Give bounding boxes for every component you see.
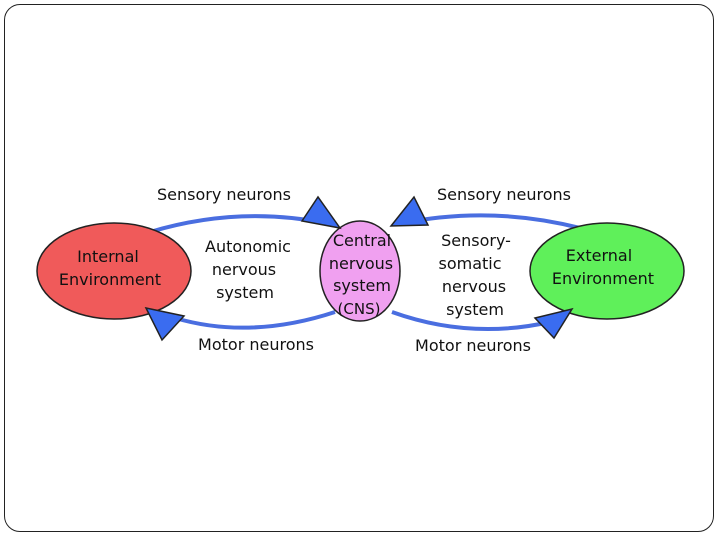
left-lower-loop <box>174 310 336 330</box>
external-environment-label-line1: External <box>566 246 632 265</box>
motor-left-arrow <box>144 306 186 342</box>
cns-label-line4: (CNS) <box>338 300 381 318</box>
internal-environment-label-line2: Environment <box>59 270 161 289</box>
sensory-right-arrow <box>389 195 430 227</box>
motor-neurons-left-label: Motor neurons <box>198 335 314 354</box>
slide-frame <box>4 4 714 532</box>
somatic-label-line3: nervous <box>442 277 506 296</box>
somatic-label-line4: system <box>446 300 504 319</box>
autonomic-label-line3: system <box>216 283 274 302</box>
internal-environment-label-line1: Internal <box>77 247 139 266</box>
sensory-left-arrow <box>300 195 342 230</box>
external-environment-ellipse <box>529 222 685 320</box>
motor-right-arrow <box>533 307 574 340</box>
external-environment-label-line2: Environment <box>552 269 654 288</box>
cns-label-line1: Central <box>333 231 391 250</box>
sensory-neurons-right-label: Sensory neurons <box>437 185 571 204</box>
cns-label-line2: nervous <box>329 254 393 273</box>
somatic-label-line1: Sensory- <box>441 231 511 250</box>
somatic-label-line2: somatic <box>438 254 501 273</box>
sensory-neurons-left-label: Sensory neurons <box>157 185 291 204</box>
right-lower-loop <box>391 310 551 332</box>
autonomic-label-line1: Autonomic <box>205 237 291 256</box>
autonomic-label-line2: nervous <box>212 260 276 279</box>
cns-ellipse <box>319 220 401 322</box>
cns-label-line3: system <box>333 276 391 295</box>
motor-neurons-right-label: Motor neurons <box>415 336 531 355</box>
internal-environment-ellipse <box>36 222 192 320</box>
